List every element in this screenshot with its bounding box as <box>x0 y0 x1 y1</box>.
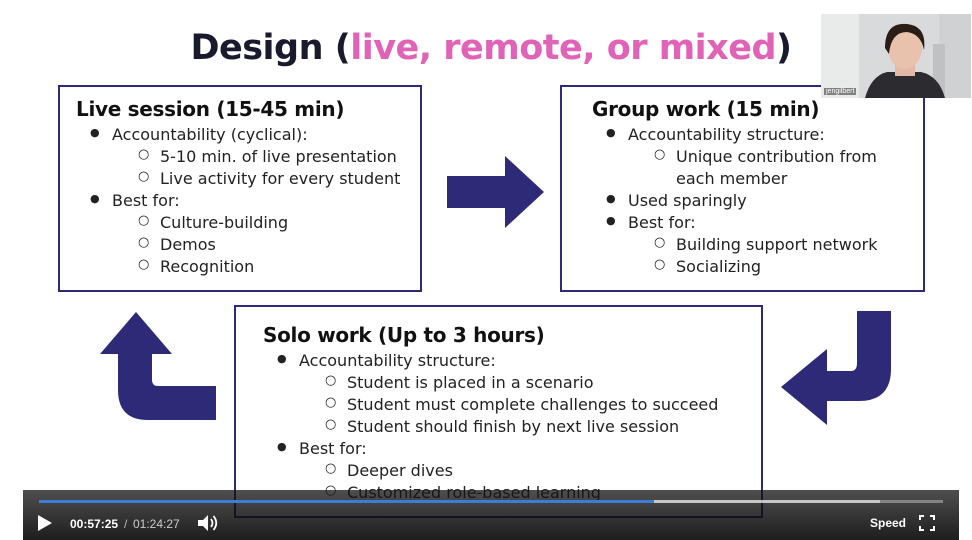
list-item: Unique contribution from <box>654 147 877 166</box>
title-suffix: ) <box>776 28 792 68</box>
list-item: Accountability (cyclical): <box>90 125 308 144</box>
list-item: Accountability structure: <box>277 351 496 370</box>
list-item: Deeper dives <box>325 461 453 480</box>
presenter-image <box>821 14 971 98</box>
list-item: Socializing <box>654 257 761 276</box>
live-session-box: Live session (15-45 min) Accountability … <box>58 85 422 292</box>
group-work-box: Group work (15 min) Accountability struc… <box>560 85 925 292</box>
webcam-video[interactable]: jengilbert <box>821 14 971 98</box>
list-item: Student is placed in a scenario <box>325 373 593 392</box>
list-item: 5-10 min. of live presentation <box>138 147 397 166</box>
solo-work-box: Solo work (Up to 3 hours) Accountability… <box>234 305 763 518</box>
group-work-heading: Group work (15 min) <box>592 97 820 121</box>
curved-down-left-arrow-icon <box>781 311 891 425</box>
video-player-controls: 00:57:25 / 01:24:27 Speed <box>23 490 959 540</box>
play-icon[interactable] <box>37 514 53 532</box>
list-item: Best for: <box>90 191 180 210</box>
time-separator: / <box>124 517 128 531</box>
list-item: Best for: <box>277 439 367 458</box>
current-time: 00:57:25 <box>70 517 119 531</box>
live-session-heading: Live session (15-45 min) <box>76 97 345 121</box>
title-prefix: Design ( <box>190 28 351 68</box>
list-item: Recognition <box>138 257 254 276</box>
title-highlight: live, remote, or mixed <box>350 28 777 68</box>
list-item: Building support network <box>654 235 878 254</box>
list-item: Best for: <box>606 213 696 232</box>
list-item-continuation: each member <box>676 169 788 188</box>
list-item: Live activity for every student <box>138 169 400 188</box>
webcam-name-label: jengilbert <box>824 88 857 95</box>
list-item: Student must complete challenges to succ… <box>325 395 718 414</box>
list-item: Used sparingly <box>606 191 747 210</box>
right-arrow-icon <box>447 156 544 228</box>
list-item: Accountability structure: <box>606 125 825 144</box>
fullscreen-icon[interactable] <box>919 515 935 531</box>
progress-bar[interactable] <box>39 500 943 503</box>
total-time: 01:24:27 <box>133 517 180 531</box>
played-bar <box>39 500 654 503</box>
speed-button[interactable]: Speed <box>870 516 907 530</box>
volume-icon[interactable] <box>197 514 219 532</box>
list-item: Student should finish by next live sessi… <box>325 417 679 436</box>
list-item: Culture-building <box>138 213 288 232</box>
curved-up-arrow-icon <box>100 312 216 420</box>
slide-title: Design (live, remote, or mixed) <box>0 28 972 68</box>
solo-work-heading: Solo work (Up to 3 hours) <box>263 323 545 347</box>
list-item: Demos <box>138 235 216 254</box>
